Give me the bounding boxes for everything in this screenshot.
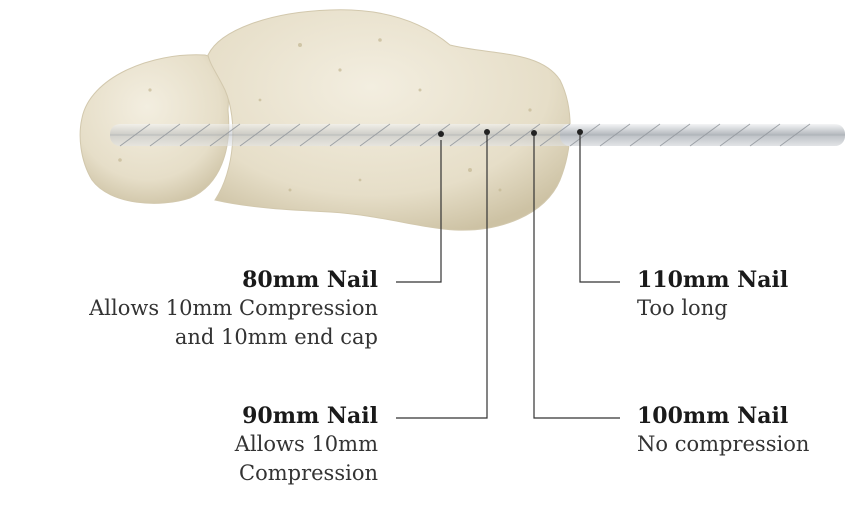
- dot-100: [531, 130, 537, 136]
- callout-90mm-desc-2: Compression: [235, 459, 378, 488]
- callout-80mm-desc-2: and 10mm end cap: [89, 323, 378, 352]
- callout-110mm: 110mm Nail Too long: [637, 266, 788, 323]
- callout-90mm: 90mm Nail Allows 10mm Compression: [235, 402, 378, 488]
- callout-110mm-desc-1: Too long: [637, 294, 788, 323]
- dot-90: [484, 129, 490, 135]
- leader-110: [580, 134, 620, 282]
- callout-90mm-desc-1: Allows 10mm: [235, 430, 378, 459]
- main-bone: [208, 10, 570, 230]
- callout-90mm-title: 90mm Nail: [235, 402, 378, 430]
- dot-80: [438, 131, 444, 137]
- nail-illustration: [110, 124, 845, 146]
- dot-110: [577, 129, 583, 135]
- callout-100mm-desc-1: No compression: [637, 430, 809, 459]
- callout-100mm-title: 100mm Nail: [637, 402, 809, 430]
- callout-80mm-title: 80mm Nail: [89, 266, 378, 294]
- bone-illustration: [80, 10, 570, 230]
- callout-100mm: 100mm Nail No compression: [637, 402, 809, 459]
- callout-80mm: 80mm Nail Allows 10mm Compression and 10…: [89, 266, 378, 352]
- callout-80mm-desc-1: Allows 10mm Compression: [89, 294, 378, 323]
- callout-110mm-title: 110mm Nail: [637, 266, 788, 294]
